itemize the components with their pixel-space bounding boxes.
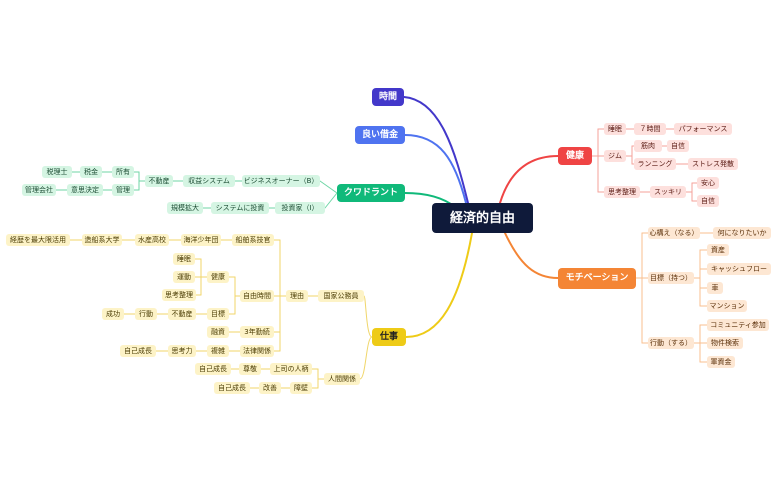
branch-good-debt[interactable]: 良い借金 bbox=[355, 126, 405, 144]
node-action-do[interactable]: 行動（する） bbox=[648, 337, 694, 349]
node-community[interactable]: コミュニティ参加 bbox=[707, 319, 769, 331]
node-revenue-system[interactable]: 収益システム bbox=[183, 175, 235, 187]
node-stress-relief[interactable]: ストレス発散 bbox=[688, 158, 738, 170]
node-war-chest[interactable]: 軍資金 bbox=[707, 356, 735, 368]
node-growth-1[interactable]: 自己成長 bbox=[120, 345, 156, 357]
node-officer[interactable]: 船舶系技官 bbox=[232, 234, 274, 246]
connector bbox=[403, 96, 469, 204]
node-civil-servant[interactable]: 国家公務員 bbox=[318, 290, 364, 302]
node-career[interactable]: 経歴を最大限活用 bbox=[6, 234, 70, 246]
node-muscle[interactable]: 筋肉 bbox=[634, 140, 662, 152]
node-property-search[interactable]: 物件検索 bbox=[707, 337, 743, 349]
node-health[interactable]: 健康 bbox=[207, 271, 229, 283]
node-reason[interactable]: 理由 bbox=[286, 290, 308, 302]
node-security[interactable]: 安心 bbox=[697, 177, 719, 189]
node-investor[interactable]: 投資家（I） bbox=[275, 202, 325, 214]
node-tax-accountant[interactable]: 税理士 bbox=[42, 166, 72, 178]
node-running[interactable]: ランニング bbox=[634, 158, 676, 170]
node-decision[interactable]: 意思決定 bbox=[67, 184, 103, 196]
connector bbox=[504, 232, 559, 279]
node-shipbuild-univ[interactable]: 造船系大学 bbox=[82, 234, 122, 246]
node-growth-3[interactable]: 自己成長 bbox=[214, 382, 250, 394]
node-relationships[interactable]: 人間関係 bbox=[324, 373, 360, 385]
connector bbox=[363, 295, 373, 338]
connector bbox=[324, 192, 338, 209]
node-performance[interactable]: パフォーマンス bbox=[674, 123, 732, 135]
node-mgmt-company[interactable]: 管理会社 bbox=[22, 184, 56, 196]
connector bbox=[404, 134, 467, 204]
connector bbox=[405, 232, 473, 338]
node-cashflow[interactable]: キャッシュフロー bbox=[707, 263, 771, 275]
node-car[interactable]: 車 bbox=[707, 282, 723, 294]
node-7-hours[interactable]: ７時間 bbox=[634, 123, 666, 135]
node-goal[interactable]: 目標 bbox=[207, 308, 229, 320]
node-youth-corps[interactable]: 海洋少年団 bbox=[181, 234, 221, 246]
node-h-mind[interactable]: 思考整理 bbox=[604, 186, 640, 198]
node-action[interactable]: 行動 bbox=[135, 308, 157, 320]
node-respect[interactable]: 尊敬 bbox=[239, 363, 261, 375]
branch-motivation[interactable]: モチベーション bbox=[558, 268, 636, 289]
node-realestate-work[interactable]: 不動産 bbox=[168, 308, 196, 320]
node-mansion[interactable]: マンション bbox=[707, 300, 747, 312]
node-success[interactable]: 成功 bbox=[102, 308, 124, 320]
node-owner[interactable]: 所有 bbox=[112, 166, 134, 178]
node-obstacle[interactable]: 障壁 bbox=[290, 382, 312, 394]
branch-time[interactable]: 時間 bbox=[372, 88, 404, 106]
node-manage[interactable]: 管理 bbox=[112, 184, 134, 196]
node-fishery-hs[interactable]: 水産高校 bbox=[135, 234, 169, 246]
node-invest-system[interactable]: システムに投資 bbox=[211, 202, 269, 214]
connector bbox=[319, 180, 338, 194]
node-tax[interactable]: 税金 bbox=[80, 166, 102, 178]
connector bbox=[359, 336, 373, 380]
node-sleep[interactable]: 睡眠 bbox=[173, 253, 195, 265]
node-business-owner[interactable]: ビジネスオーナー（B） bbox=[242, 175, 320, 187]
node-want-to-be[interactable]: 何になりたいか bbox=[713, 227, 771, 239]
node-confidence-2[interactable]: 自信 bbox=[697, 195, 719, 207]
node-assets[interactable]: 資産 bbox=[707, 244, 729, 256]
node-thinking[interactable]: 思考力 bbox=[168, 345, 196, 357]
node-exercise[interactable]: 運動 bbox=[173, 271, 195, 283]
node-h-sleep[interactable]: 睡眠 bbox=[604, 123, 626, 135]
node-scale-up[interactable]: 規模拡大 bbox=[167, 202, 203, 214]
node-free-time[interactable]: 自由時間 bbox=[240, 290, 274, 302]
node-complex[interactable]: 複雑 bbox=[207, 345, 229, 357]
node-loan[interactable]: 融資 bbox=[207, 326, 229, 338]
central-topic[interactable]: 経済的自由 bbox=[432, 203, 533, 233]
node-refreshed[interactable]: スッキリ bbox=[650, 186, 686, 198]
branch-work[interactable]: 仕事 bbox=[372, 328, 406, 346]
node-improve[interactable]: 改善 bbox=[259, 382, 281, 394]
node-gym[interactable]: ジム bbox=[604, 150, 626, 162]
node-confidence[interactable]: 自信 bbox=[667, 140, 689, 152]
node-law[interactable]: 法律関係 bbox=[240, 345, 274, 357]
node-realestate[interactable]: 不動産 bbox=[145, 175, 173, 187]
node-mind-organize[interactable]: 思考整理 bbox=[162, 289, 196, 301]
node-goals-have[interactable]: 目標（持つ） bbox=[648, 272, 694, 284]
branch-quadrant[interactable]: クワドラント bbox=[337, 184, 405, 202]
branch-health[interactable]: 健康 bbox=[558, 147, 592, 165]
node-3yr[interactable]: 3年勤続 bbox=[240, 326, 274, 338]
node-mindset[interactable]: 心構え（なる） bbox=[648, 227, 700, 239]
connector bbox=[499, 155, 559, 204]
node-boss[interactable]: 上司の人柄 bbox=[270, 363, 312, 375]
node-growth-2[interactable]: 自己成長 bbox=[195, 363, 231, 375]
